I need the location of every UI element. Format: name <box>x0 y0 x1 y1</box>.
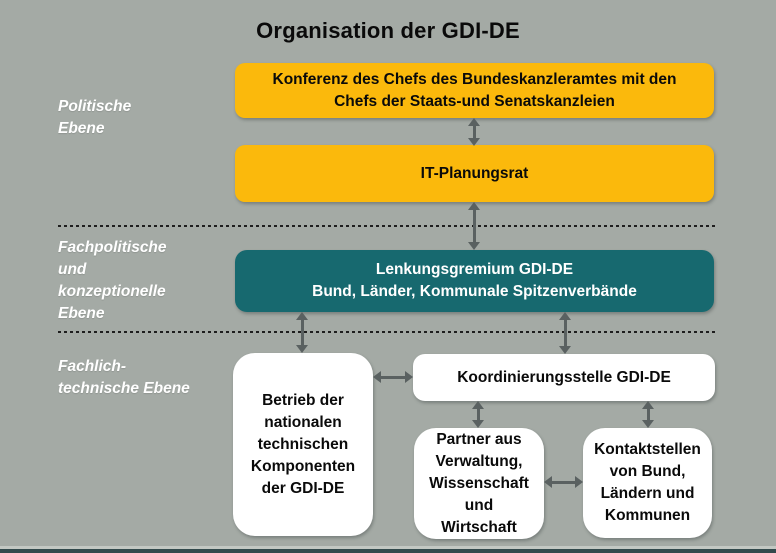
box-kontaktstellen: Kontaktstellen von Bund, Ländern und Kom… <box>583 428 712 538</box>
connector-betrieb-koordinierungsstelle <box>373 371 413 383</box>
connector-koordinierungsstelle-kontaktstellen <box>642 401 654 428</box>
box-koordinierungsstelle: Koordinierungsstelle GDI-DE <box>413 354 715 401</box>
box-partner: Partner aus Verwaltung, Wissenschaft und… <box>414 428 544 539</box>
arrow-stem <box>472 124 476 140</box>
diagram-title: Organisation der GDI-DE <box>256 18 520 43</box>
connector-konferenz-itplanungsrat <box>468 118 480 146</box>
connector-koordinierungsstelle-partner <box>472 401 484 428</box>
box-it-planungsrat: IT-Planungsrat <box>235 145 714 202</box>
slide-bottom-highlight <box>0 546 776 549</box>
level-label-fachpolitische-ebene: Fachpolitische und konzeptionelle Ebene <box>58 239 167 322</box>
level-separator-2 <box>58 331 717 333</box>
arrow-stem <box>476 407 480 422</box>
level-label-politische-ebene: Politische Ebene <box>58 98 132 137</box>
arrow-stem <box>646 407 650 422</box>
arrow-stem <box>563 318 567 348</box>
level-separator-1 <box>58 225 717 227</box>
arrow-stem <box>379 375 407 379</box>
arrow-stem <box>472 208 476 244</box>
slide-bottom-bar <box>0 549 776 553</box>
box-lenkungsgremium: Lenkungsgremium GDI-DE Bund, Länder, Kom… <box>235 250 714 312</box>
connector-lenkungsgremium-koordinierungsstelle <box>559 312 571 354</box>
box-betrieb-komponenten: Betrieb der nationalen technischen Kompo… <box>233 353 373 536</box>
level-label-fachlich-technische-ebene: Fachlich- technische Ebene <box>58 358 190 397</box>
connector-itplanungsrat-lenkungsgremium <box>468 202 480 250</box>
connector-partner-kontaktstellen <box>544 476 583 488</box>
box-konferenz-bundeskanzleramt: Konferenz des Chefs des Bundeskanzleramt… <box>235 63 714 118</box>
arrow-stem <box>300 318 304 347</box>
connector-lenkungsgremium-betrieb <box>296 312 308 353</box>
arrow-stem <box>550 480 577 484</box>
